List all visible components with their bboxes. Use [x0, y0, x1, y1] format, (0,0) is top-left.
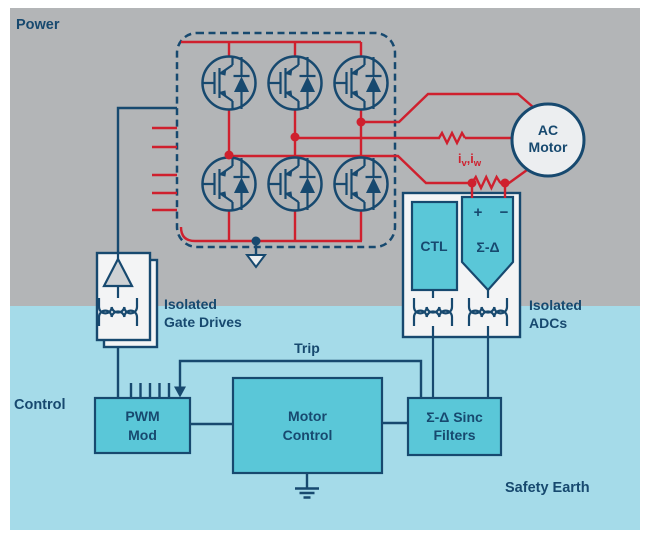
pwm-mod-block: PWM Mod: [93, 396, 192, 455]
phase-junction-dot: [290, 132, 300, 142]
igbt-icon: [267, 55, 323, 111]
gate-drives-caption-line2: Gate Drives: [164, 314, 242, 330]
gate-drives-caption-line1: Isolated: [164, 296, 217, 312]
ac-motor-label-line1: AC: [538, 122, 558, 138]
pwm-label-line1: PWM: [125, 408, 159, 424]
igbt-icon: [267, 156, 323, 212]
isolated-gate-drives: Isolated Gate Drives: [95, 251, 242, 349]
motor-phase-wires: [229, 92, 534, 191]
motor-control-label-line2: Control: [283, 427, 333, 443]
ac-motor-label-line2: Motor: [529, 139, 568, 155]
sinc-filters-block: Σ-Δ Sinc Filters: [406, 396, 503, 457]
phase-current-label: iv,iw: [458, 152, 482, 169]
igbt-icon: [333, 156, 389, 212]
ac-motor: AC Motor: [510, 102, 586, 178]
motor-control-block: Motor Control: [231, 376, 384, 499]
ctl-label: CTL: [420, 238, 448, 254]
phase-junction-dot: [224, 150, 234, 160]
sinc-label-line1: Σ-Δ Sinc: [426, 409, 483, 425]
isolated-adcs: + − CTL Σ-Δ Isolated ADCs: [401, 178, 582, 398]
trip-arrowhead: [174, 386, 186, 398]
gate-signal-stubs: [152, 126, 177, 212]
igbt-icon: [201, 156, 257, 212]
bus-ground-dot: [251, 236, 261, 246]
amplifier-icon: [102, 256, 134, 288]
plus-terminal-label: +: [474, 204, 483, 221]
pwm-label-line2: Mod: [128, 427, 157, 443]
ctl-block: [410, 200, 459, 292]
control-wires: [116, 106, 423, 426]
trip-label: Trip: [294, 340, 320, 356]
adcs-caption-line1: Isolated: [529, 297, 582, 313]
sinc-label-line2: Filters: [433, 427, 475, 443]
motor-control-label-line1: Motor: [288, 408, 327, 424]
gate-drive-box: [95, 251, 152, 342]
sense-dot: [467, 178, 477, 188]
power-label: Power: [16, 17, 60, 33]
igbt-icon: [201, 55, 257, 111]
igbt-icon: [333, 55, 389, 111]
adcs-caption-line2: ADCs: [529, 315, 567, 331]
sigma-delta-label: Σ-Δ: [476, 239, 499, 255]
phase-junction-dot: [356, 117, 366, 127]
control-label: Control: [14, 397, 66, 413]
sense-dot: [500, 178, 510, 188]
safety-earth-label: Safety Earth: [505, 480, 590, 496]
earth-ground-icon: [295, 473, 319, 499]
minus-terminal-label: −: [500, 204, 509, 221]
